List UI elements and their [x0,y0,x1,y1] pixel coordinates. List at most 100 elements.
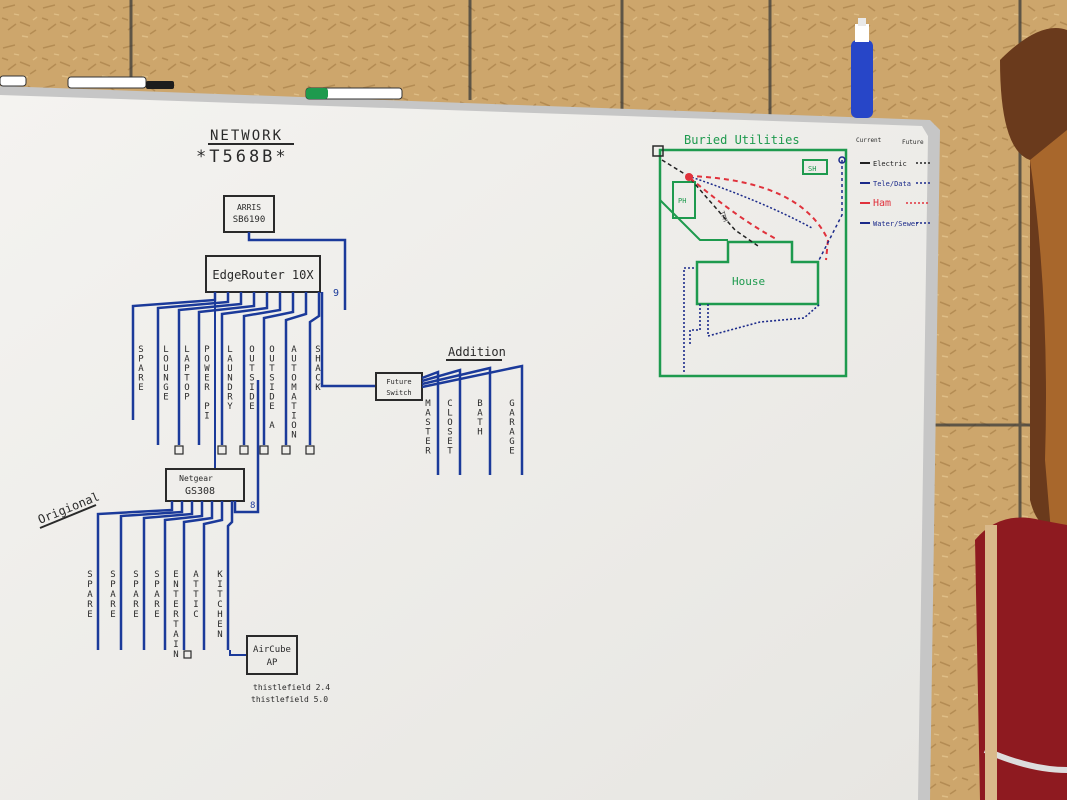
electric-line [661,159,759,247]
switch-line1: Netgear [179,474,213,483]
jack-marker [239,445,249,455]
ssid-24: thistlefield 2.4 [253,683,330,692]
switch-drop-cable [119,501,184,650]
switch-drop-cable [142,501,194,650]
router-drop-cable [177,292,243,445]
cable-switch-uplink [233,380,260,514]
router-drop-cable [242,292,282,445]
pumphouse-label: PH [678,197,686,205]
router-drop-cable [156,292,230,445]
path-label: TPM [718,210,728,223]
router-label: EdgeRouter 10X [212,268,314,282]
utilities-col-future: Future [902,139,924,146]
router-box: EdgeRouter 10X [205,255,321,293]
bag-strap [1030,130,1067,640]
spray-bottle [851,18,873,118]
jack-marker [281,445,291,455]
jack-marker [217,445,227,455]
modem-line2: SB6190 [233,215,266,225]
utility-pole-box [652,145,664,157]
addition-drop-cable [421,370,440,475]
marker-tray-items [0,75,403,100]
switch-drop-cable [202,501,224,650]
tele-data-line [687,175,813,229]
ham-line [687,175,830,261]
network-subtitle: *T568B* [196,147,289,167]
cable-modem-router [247,232,347,310]
shed-box [802,159,828,175]
switch-drop-cable [182,501,214,650]
switch-box: Netgear GS308 [165,468,245,502]
water-sewer-line [683,267,821,372]
data-house-line [817,160,843,263]
jack-marker [305,445,315,455]
addition-drop-cable [421,368,462,475]
addition-drop-cable [421,366,492,475]
network-title: NETWORK [210,128,283,144]
shed-label: SH [808,165,816,173]
addition-label: Addition [448,345,506,359]
ap-line1: AirCube [253,645,291,655]
legend-label: Water/Sewer [873,220,919,228]
modem-line1: ARRIS [237,203,261,212]
router-drop-cable [308,292,321,445]
whiteboard-surface [0,95,928,800]
ham-point [685,173,693,181]
lot-boundary [658,148,848,378]
utilities-title: Buried Utilities [684,133,800,147]
switch-drop-cable [226,501,234,650]
switch-drop-cable [163,501,204,650]
cable-to-ap [229,650,247,656]
legend-label: Electric [873,160,907,168]
router-drop-cable [284,292,308,445]
ap-box: AirCube AP [246,635,298,675]
legend-label: Ham [873,198,891,209]
switch-line2: GS308 [185,486,215,497]
switch-drop-cable [96,501,174,650]
utilities-col-current: Current [856,137,882,144]
red-bag [975,517,1067,800]
ham-line-2 [689,177,779,241]
router-drop-cable [262,292,295,445]
cable-router-addition [320,292,376,388]
pumphouse-box [672,181,696,219]
ap-line2: AP [267,658,278,668]
router-port-extra: 9 [333,288,339,299]
jack-marker [183,650,192,659]
router-drop-cable [220,292,269,445]
ssid-50: thistlefield 5.0 [251,695,328,704]
router-drop-cable [197,292,256,445]
legend-label: Tele/Data [873,180,911,188]
house-label: House [732,275,765,288]
addition-drop-cable [421,364,524,475]
addition-switch-line1: Future [386,378,411,386]
addition-switch-line2: Switch [386,389,411,397]
house-outline [695,240,820,306]
jack-marker [259,445,269,455]
